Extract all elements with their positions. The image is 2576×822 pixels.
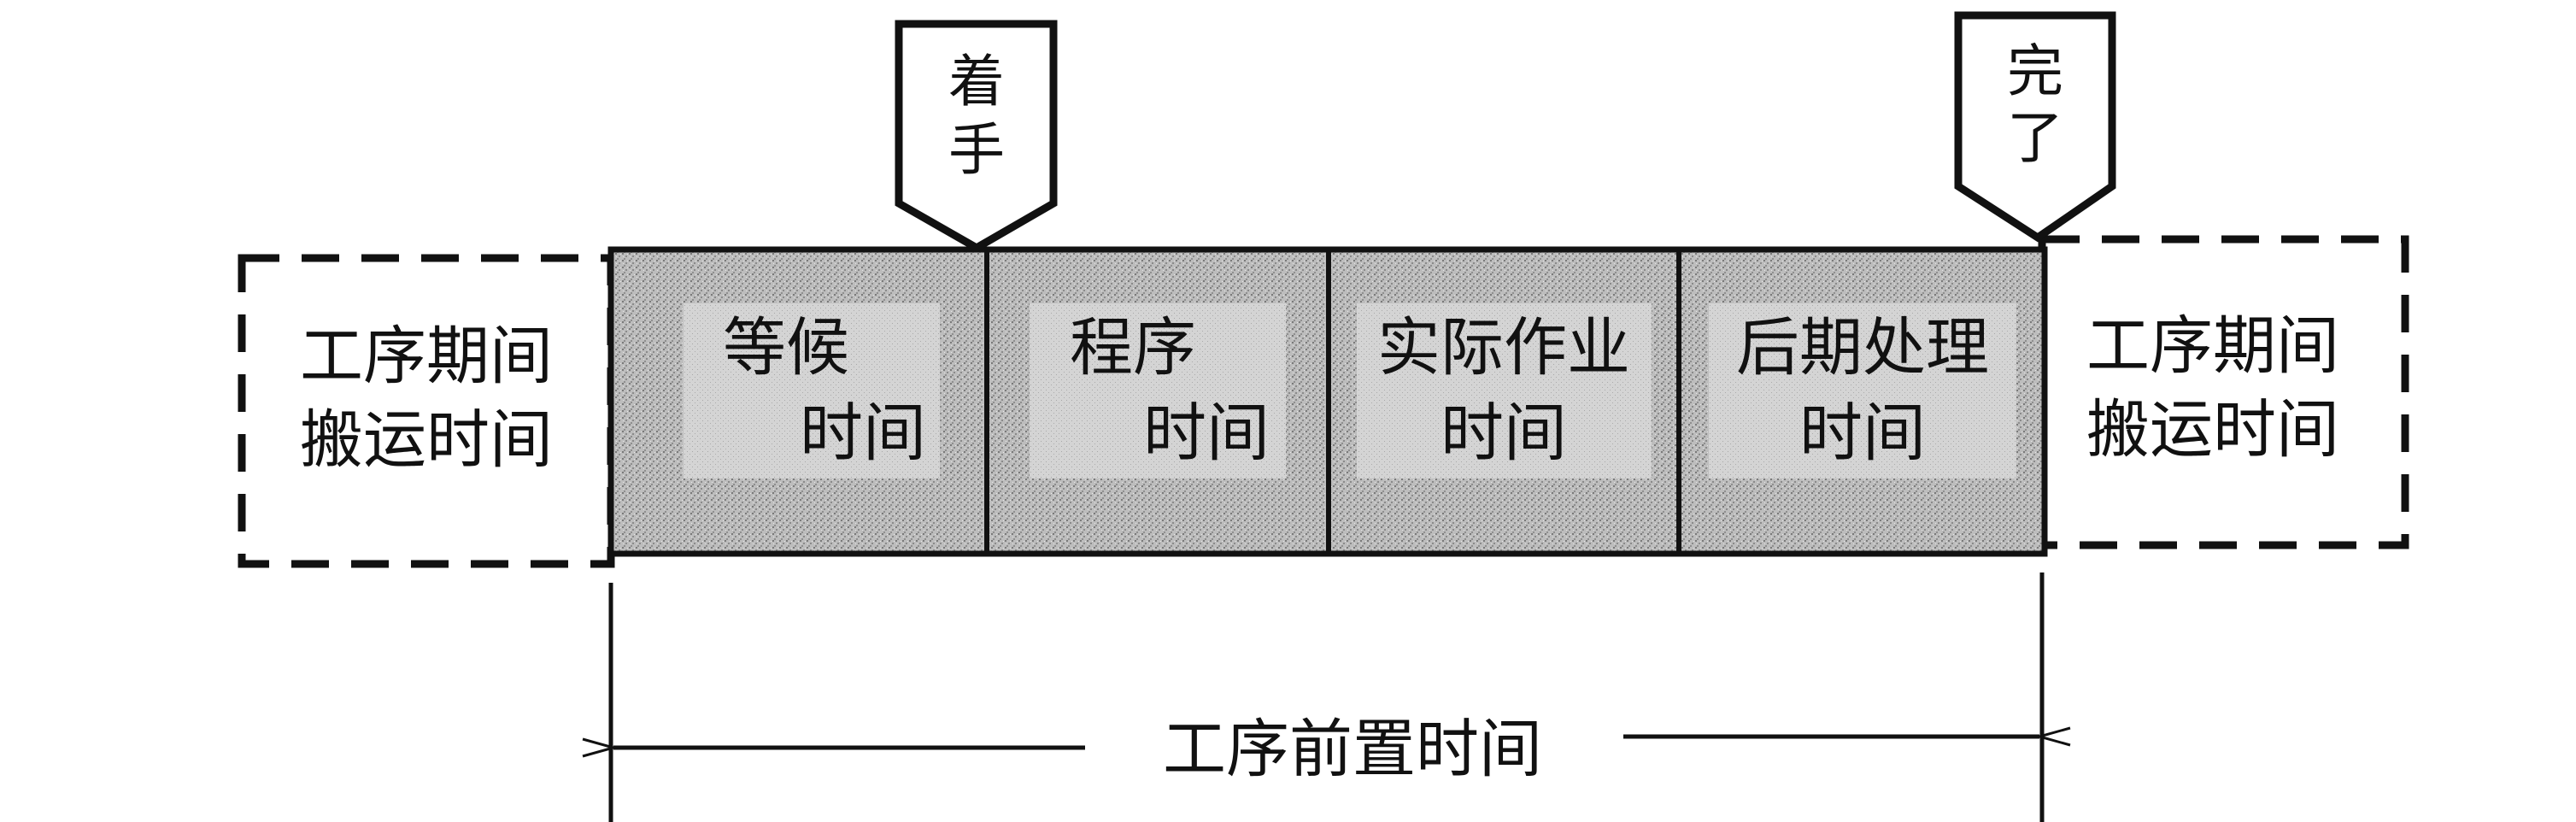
stage-actual-work-line2: 时间 xyxy=(1441,396,1567,470)
stage-setup-label-pad xyxy=(1030,303,1286,479)
transport-box-left-border xyxy=(238,254,615,568)
stage-setup-line2: 时间 xyxy=(1143,396,1270,470)
lead-time-dimension: 工序前置时间 xyxy=(611,572,2042,822)
stage-waiting-label-pad xyxy=(684,303,940,479)
stage-post-processing-label-pad xyxy=(1709,303,2016,479)
end-marker: 完 了 xyxy=(1954,11,2116,243)
end-marker-shape xyxy=(1954,11,2116,243)
stage-actual-work-label-pad xyxy=(1357,303,1652,479)
stage-waiting: 等候 时间 xyxy=(684,303,940,479)
start-marker-line1: 着 xyxy=(948,49,1005,114)
transport-box-right: 工序期间 搬运时间 xyxy=(2038,235,2409,549)
stage-actual-work-line1: 实际作业 xyxy=(1377,311,1630,385)
start-marker-shape xyxy=(895,20,1058,253)
transport-box-left: 工序期间 搬运时间 xyxy=(238,254,615,568)
transport-right-line1: 工序期间 xyxy=(2086,309,2339,383)
end-marker-line1: 完 xyxy=(2007,38,2063,104)
stage-waiting-line1: 等候 xyxy=(723,311,849,385)
transport-left-line1: 工序期间 xyxy=(300,320,553,393)
transport-box-right-border xyxy=(2038,235,2409,549)
stage-post-processing: 后期处理 时间 xyxy=(1709,303,2016,479)
stage-setup-line1: 程序 xyxy=(1070,311,1196,385)
end-marker-line2: 了 xyxy=(2007,105,2063,171)
lead-time-label: 工序前置时间 xyxy=(1163,713,1542,786)
stage-post-processing-line2: 时间 xyxy=(1799,396,1926,470)
stage-setup: 程序 时间 xyxy=(1030,303,1286,479)
transport-right-line2: 搬运时间 xyxy=(2086,393,2339,467)
transport-left-line2: 搬运时间 xyxy=(300,403,553,477)
stage-post-processing-line1: 后期处理 xyxy=(1736,311,1989,385)
stage-actual-work: 实际作业 时间 xyxy=(1357,303,1652,479)
start-marker: 着 手 xyxy=(895,20,1058,253)
stage-waiting-line2: 时间 xyxy=(800,396,926,470)
start-marker-line2: 手 xyxy=(948,117,1005,183)
